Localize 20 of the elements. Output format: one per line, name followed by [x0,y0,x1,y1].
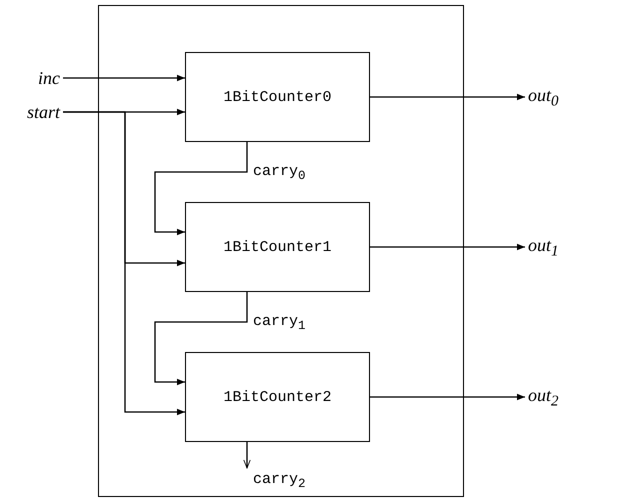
counter-block [185,202,370,292]
signal-arrow [243,442,251,468]
counter-block [185,52,370,142]
signal-arrow [154,292,248,386]
signal-arrow [370,94,525,100]
module-frame [98,5,464,497]
signal-name: start [26,102,60,122]
signal-name: out$_{0}$ [528,85,559,111]
counter-block [185,352,370,442]
signal-arrow [63,74,185,82]
counter-name: 1BitCounter0 [223,88,332,106]
signal-name: out$_{1}$ [528,235,559,261]
signal-name: out$_{2}$ [528,385,559,411]
signal-arrow [154,142,248,236]
counter-name: 1BitCounter2 [223,388,332,406]
signal-arrow [370,244,525,250]
signal-arrow [370,394,525,400]
counter-name: 1BitCounter1 [223,238,332,256]
signal-name: inc [38,68,60,88]
signal-arrow [63,111,185,416]
